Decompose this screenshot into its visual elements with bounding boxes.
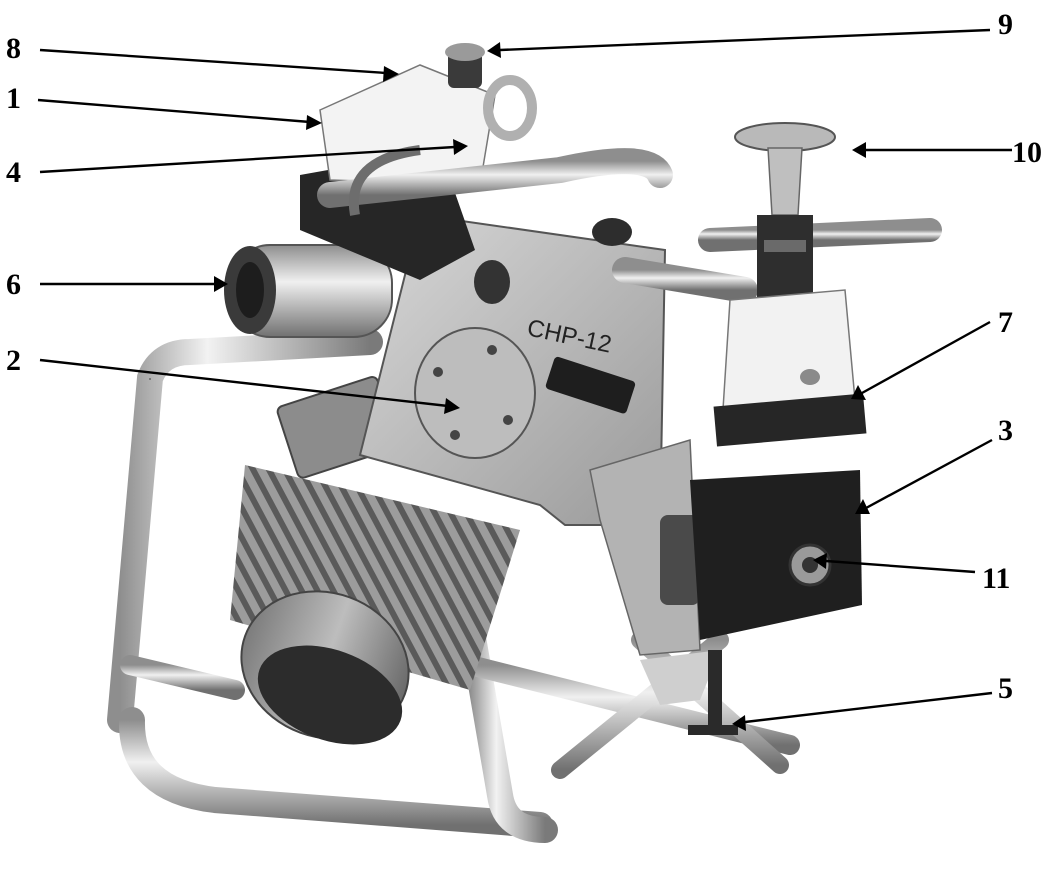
leader-11 — [825, 559, 976, 574]
leader-lines — [37, 28, 1012, 731]
callout-label-6: 6 — [6, 268, 21, 301]
leader-2 — [39, 358, 449, 408]
callout-label-1: 1 — [6, 82, 21, 115]
electric-motor — [230, 375, 520, 745]
callout-label-5: 5 — [998, 672, 1013, 705]
stand-frame — [107, 329, 800, 843]
arrowhead-1 — [306, 115, 322, 130]
lifting-eye-and-handles — [317, 75, 942, 303]
machine-illustration: CHP-12 — [107, 43, 942, 843]
top-knob — [445, 43, 485, 88]
arrowhead-3 — [855, 499, 870, 514]
callout-label-2: 2 — [6, 344, 21, 377]
leader-8 — [39, 48, 387, 75]
callout-label-11: 11 — [982, 562, 1010, 595]
arrowhead-7 — [851, 385, 866, 400]
callout-label-8: 8 — [6, 32, 21, 65]
callout-labels: 1 2 3 4 5 6 7 8 9 10 11 — [6, 8, 1042, 705]
callout-label-7: 7 — [998, 306, 1013, 339]
vertical-column — [713, 122, 867, 447]
gearbox-housing: CHP-12 — [300, 64, 667, 526]
callout-label-9: 9 — [998, 8, 1013, 41]
leader-4 — [39, 145, 456, 174]
leader-3 — [865, 438, 993, 510]
cutting-head — [589, 439, 862, 735]
arrowhead-5 — [732, 715, 746, 731]
arrowhead-6 — [214, 276, 228, 292]
arrowhead-11 — [813, 553, 827, 569]
arrowhead-2 — [444, 398, 460, 414]
callout-label-4: 4 — [6, 156, 21, 189]
leader-9 — [499, 28, 991, 52]
leader-1 — [37, 98, 311, 124]
callout-label-3: 3 — [998, 414, 1013, 447]
leader-5 — [744, 691, 993, 724]
arrowhead-4 — [453, 139, 468, 155]
side-cylinder — [224, 244, 393, 338]
arrowhead-10 — [852, 142, 866, 158]
callout-label-10: 10 — [1012, 136, 1042, 169]
arrowhead-8 — [383, 66, 399, 82]
leader-7 — [861, 320, 991, 395]
arrowhead-9 — [487, 42, 501, 58]
